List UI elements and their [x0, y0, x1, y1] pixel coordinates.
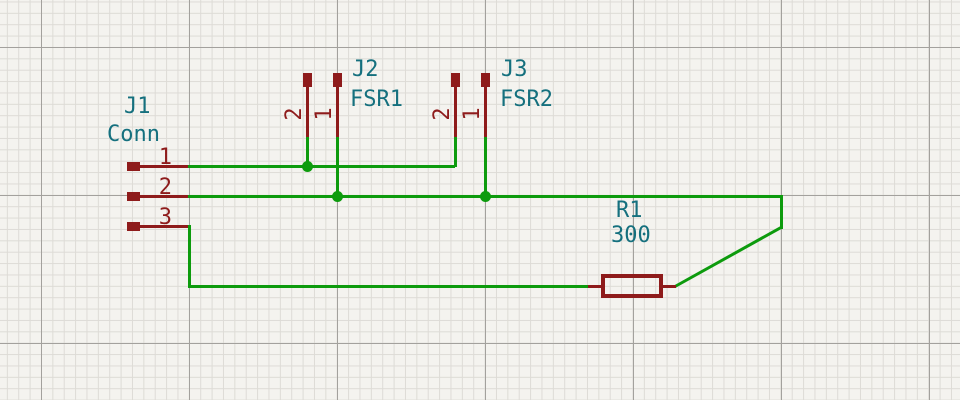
j3-pin1-number: 1 [460, 107, 485, 121]
j2-pin2-line[interactable] [305, 86, 309, 137]
j1-pin1-line[interactable] [138, 164, 188, 168]
j1-pin3-line[interactable] [138, 224, 188, 228]
junction-dot[interactable] [479, 190, 491, 202]
j1-pin1-number: 1 [158, 145, 172, 170]
r1-reference-label[interactable]: R1 [616, 198, 643, 223]
r1-right-pin-line[interactable] [662, 284, 676, 288]
r1-left-pin-line[interactable] [588, 284, 602, 288]
wire-net3-left-vertical[interactable] [187, 224, 191, 288]
j1-pin2-number: 2 [158, 175, 172, 200]
j3-value-label[interactable]: FSR2 [500, 87, 553, 112]
wire-net2-j2pin1-vertical[interactable] [335, 136, 339, 197]
j3-pin2-number: 2 [430, 107, 455, 121]
r1-value-label[interactable]: 300 [611, 223, 651, 248]
j1-pin2-line[interactable] [138, 194, 188, 198]
j2-value-label[interactable]: FSR1 [350, 87, 403, 112]
junction-dot[interactable] [331, 190, 343, 202]
j3-pin2-line[interactable] [453, 86, 457, 137]
wire-net1-j2pin2-vertical[interactable] [305, 136, 309, 167]
j1-pin1-pad[interactable] [127, 162, 140, 171]
j2-pin1-pad[interactable] [333, 73, 342, 87]
wire-net2-right-vertical[interactable] [779, 194, 783, 229]
j3-pin2-pad[interactable] [451, 73, 460, 87]
j3-pin1-pad[interactable] [481, 73, 490, 87]
j3-reference-label[interactable]: J3 [501, 57, 528, 82]
j2-pin2-number: 2 [282, 107, 307, 121]
wire-net2-diagonal[interactable] [674, 225, 783, 288]
junction-dot[interactable] [301, 160, 313, 172]
j2-pin2-pad[interactable] [303, 73, 312, 87]
j2-pin1-number: 1 [312, 107, 337, 121]
wire-net2-j3pin1-vertical[interactable] [483, 136, 487, 197]
wire-net3-bottom-horizontal[interactable] [187, 284, 589, 288]
j3-pin1-line[interactable] [483, 86, 487, 137]
j1-pin3-number: 3 [158, 205, 172, 230]
j2-reference-label[interactable]: J2 [352, 57, 379, 82]
j1-pin3-pad[interactable] [127, 222, 140, 231]
j1-reference-label[interactable]: J1 [124, 94, 151, 119]
wire-net1-j3pin2-vertical[interactable] [453, 136, 457, 167]
r1-resistor-body[interactable] [601, 274, 663, 298]
j2-pin1-line[interactable] [335, 86, 339, 137]
j1-value-label[interactable]: Conn [107, 122, 160, 147]
wire-net1-horizontal[interactable] [187, 164, 455, 168]
j1-pin2-pad[interactable] [127, 192, 140, 201]
